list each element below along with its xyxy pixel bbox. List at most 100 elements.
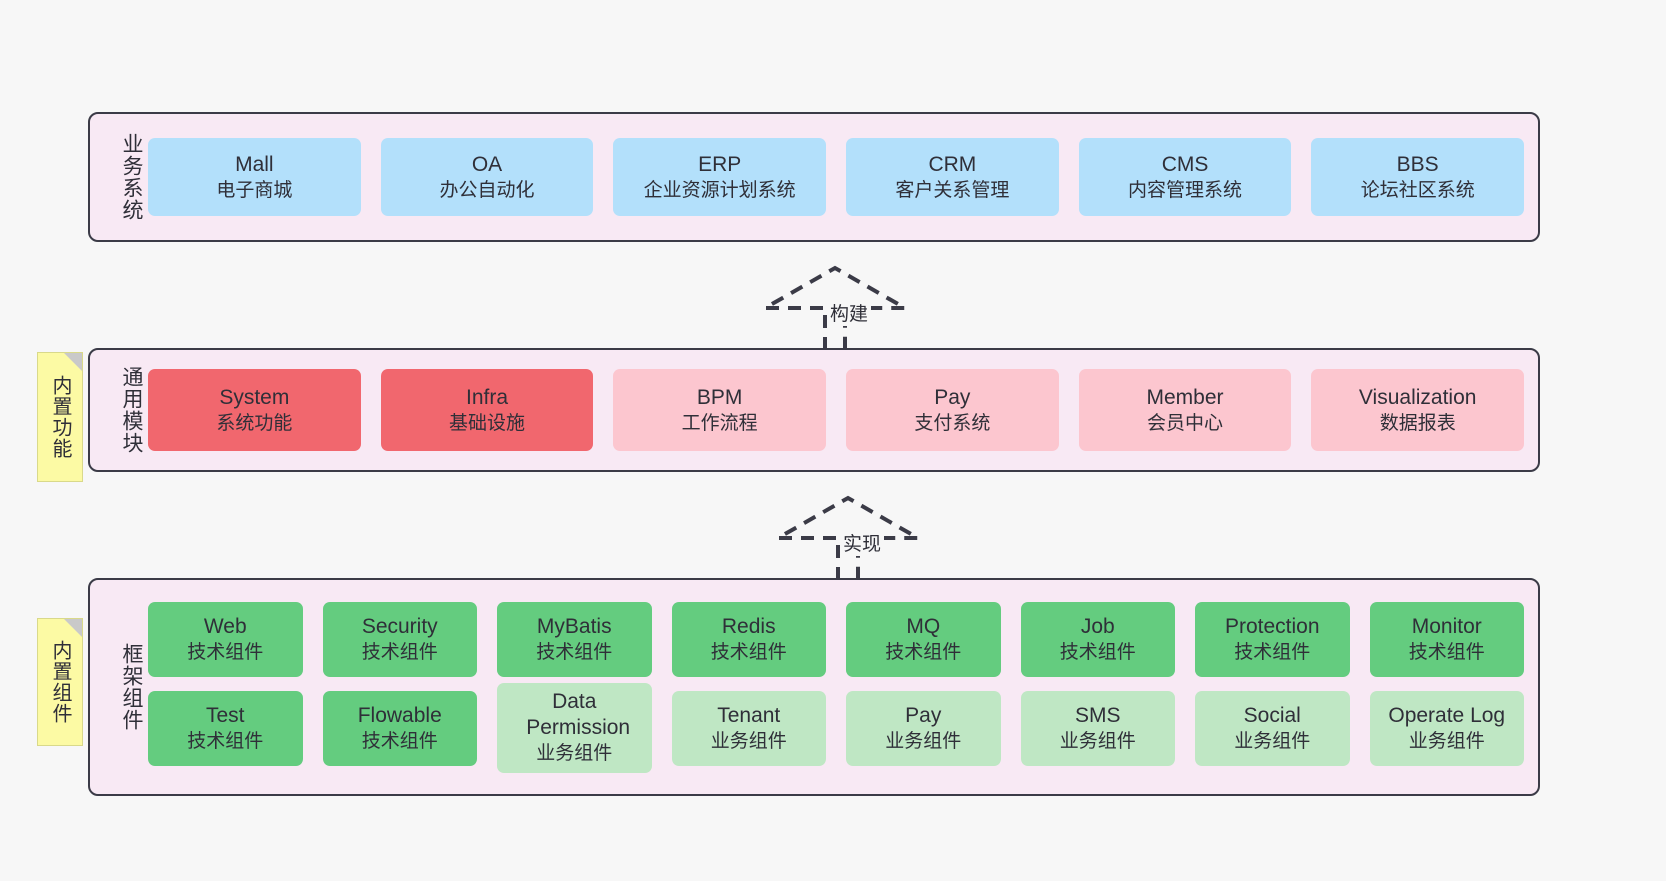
note-builtin-functions: 内置功能	[37, 352, 83, 482]
box-title: Flowable	[357, 703, 442, 727]
box-subtitle: 会员中心	[1147, 412, 1224, 434]
box-subtitle: 客户关系管理	[895, 179, 1010, 201]
box-title: Member	[1146, 385, 1224, 409]
box-title: Job	[1080, 614, 1115, 638]
box-subtitle: 技术组件	[1408, 641, 1485, 663]
box-title: Test	[205, 703, 245, 727]
framework-box-test[interactable]: Test 技术组件	[148, 690, 303, 766]
box-subtitle: 业务组件	[710, 730, 787, 752]
box-title: SMS	[1074, 703, 1121, 727]
box-title: Monitor	[1411, 614, 1482, 638]
framework-box-operate-log[interactable]: Operate Log 业务组件	[1369, 690, 1524, 766]
framework-row-technical: Web 技术组件 Security 技术组件 MyBatis 技术组件 Redi…	[148, 601, 1524, 677]
business-box-oa[interactable]: OA 办公自动化	[380, 138, 594, 216]
box-subtitle: 技术组件	[1234, 641, 1311, 663]
business-box-cms[interactable]: CMS 内容管理系统	[1078, 138, 1292, 216]
framework-box-web[interactable]: Web 技术组件	[148, 601, 303, 677]
box-subtitle: 技术组件	[710, 641, 787, 663]
tier-body-modules: System 系统功能 Infra 基础设施 BPM 工作流程 Pay 支付系统…	[144, 350, 1538, 470]
box-title: Pay	[905, 703, 942, 727]
tier-body-framework: Web 技术组件 Security 技术组件 MyBatis 技术组件 Redi…	[144, 580, 1538, 794]
box-title: BBS	[1396, 152, 1439, 176]
box-subtitle: 支付系统	[914, 412, 991, 434]
framework-box-pay[interactable]: Pay 业务组件	[846, 690, 1001, 766]
tier-common-modules: 通用模块 System 系统功能 Infra 基础设施 BPM 工作流程 Pay	[88, 348, 1540, 472]
note-builtin-components: 内置组件	[37, 618, 83, 746]
framework-box-job[interactable]: Job 技术组件	[1020, 601, 1175, 677]
module-box-system[interactable]: System 系统功能	[148, 369, 361, 451]
box-title: Web	[203, 614, 247, 638]
box-title: MQ	[906, 614, 941, 638]
framework-box-mybatis[interactable]: MyBatis 技术组件	[497, 601, 652, 677]
note-label: 内置组件	[49, 640, 71, 724]
box-title: Data Permission	[526, 690, 631, 739]
module-box-visualization[interactable]: Visualization 数据报表	[1311, 369, 1525, 451]
tier-business-systems: 业务系统 Mall 电子商城 OA 办公自动化 ERP 企业资源计划系统 CRM	[88, 112, 1540, 242]
module-box-bpm[interactable]: BPM 工作流程	[613, 369, 827, 451]
box-title: Pay	[934, 385, 971, 409]
arrow-build: 构建	[755, 262, 935, 350]
framework-box-protection[interactable]: Protection 技术组件	[1195, 601, 1350, 677]
box-subtitle: 技术组件	[187, 730, 264, 752]
box-subtitle: 业务组件	[536, 743, 613, 764]
box-title: Tenant	[717, 703, 781, 727]
box-subtitle: 技术组件	[536, 641, 613, 663]
arrow-build-glyph	[757, 265, 913, 350]
box-title: Protection	[1224, 614, 1320, 638]
tier-body-business: Mall 电子商城 OA 办公自动化 ERP 企业资源计划系统 CRM 客户关系…	[144, 114, 1538, 240]
framework-box-tenant[interactable]: Tenant 业务组件	[671, 690, 826, 766]
box-subtitle: 业务组件	[1408, 730, 1485, 752]
business-box-erp[interactable]: ERP 企业资源计划系统	[613, 138, 827, 216]
tier-framework-components: 框架组件 Web 技术组件 Security 技术组件 MyBatis 技术组件…	[88, 578, 1540, 796]
note-fold-corner-icon	[64, 619, 82, 637]
framework-box-redis[interactable]: Redis 技术组件	[671, 601, 826, 677]
box-subtitle: 技术组件	[885, 641, 962, 663]
arrow-implement: 实现	[768, 492, 948, 580]
box-title: OA	[471, 152, 503, 176]
box-subtitle: 业务组件	[1059, 730, 1136, 752]
box-title: Security	[361, 614, 438, 638]
framework-row-business: Test 技术组件 Flowable 技术组件 Data Permission …	[148, 682, 1524, 773]
box-title: Operate Log	[1388, 703, 1506, 727]
box-subtitle: 基础设施	[449, 412, 526, 434]
box-subtitle: 技术组件	[187, 641, 264, 663]
box-subtitle: 论坛社区系统	[1360, 179, 1475, 201]
framework-box-sms[interactable]: SMS 业务组件	[1020, 690, 1175, 766]
box-subtitle: 办公自动化	[439, 179, 535, 201]
business-box-crm[interactable]: CRM 客户关系管理	[846, 138, 1059, 216]
framework-box-social[interactable]: Social 业务组件	[1195, 690, 1350, 766]
box-title: CMS	[1161, 152, 1209, 176]
tier-label-business: 业务系统	[120, 133, 143, 221]
module-box-infra[interactable]: Infra 基础设施	[380, 369, 594, 451]
arrow-implement-label: 实现	[840, 534, 885, 556]
box-subtitle: 工作流程	[681, 412, 758, 434]
box-title: CRM	[928, 152, 977, 176]
framework-box-mq[interactable]: MQ 技术组件	[846, 601, 1001, 677]
tier-label-modules: 通用模块	[120, 366, 143, 454]
box-subtitle: 企业资源计划系统	[643, 179, 796, 201]
module-box-member[interactable]: Member 会员中心	[1078, 369, 1292, 451]
framework-box-data-permission[interactable]: Data Permission 业务组件	[497, 682, 652, 773]
framework-box-monitor[interactable]: Monitor 技术组件	[1369, 601, 1524, 677]
box-title: Social	[1243, 703, 1301, 727]
business-box-bbs[interactable]: BBS 论坛社区系统	[1311, 138, 1525, 216]
modules-row: System 系统功能 Infra 基础设施 BPM 工作流程 Pay 支付系统…	[148, 369, 1525, 451]
box-subtitle: 电子商城	[216, 179, 293, 201]
arrow-implement-glyph	[770, 495, 926, 580]
note-label: 内置功能	[49, 375, 71, 459]
box-subtitle: 业务组件	[885, 730, 962, 752]
note-fold-corner-icon	[64, 353, 82, 371]
box-title: Redis	[721, 614, 776, 638]
box-title: ERP	[698, 152, 742, 176]
box-title: BPM	[696, 385, 743, 409]
arrow-build-label: 构建	[827, 304, 872, 326]
module-box-pay[interactable]: Pay 支付系统	[846, 369, 1059, 451]
box-title: Visualization	[1358, 385, 1477, 409]
framework-box-security[interactable]: Security 技术组件	[322, 601, 477, 677]
box-subtitle: 数据报表	[1379, 412, 1456, 434]
framework-box-flowable[interactable]: Flowable 技术组件	[322, 690, 477, 766]
box-subtitle: 技术组件	[1059, 641, 1136, 663]
box-subtitle: 技术组件	[361, 641, 438, 663]
business-box-mall[interactable]: Mall 电子商城	[148, 138, 361, 216]
